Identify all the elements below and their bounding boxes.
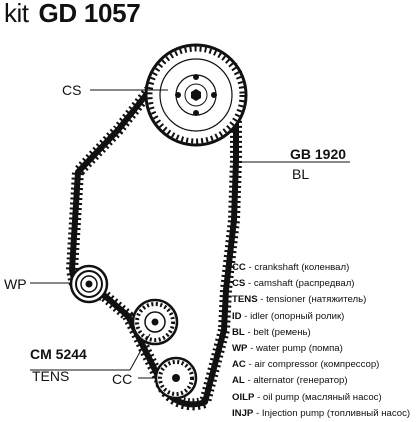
camshaft-pulley xyxy=(144,43,248,147)
legend-separator: - xyxy=(247,343,256,355)
legend-desc: Injection pump (топливный насос) xyxy=(261,407,411,419)
legend-separator: - xyxy=(245,262,255,273)
label-crankshaft: CC xyxy=(112,371,133,387)
legend-abbr: INJP xyxy=(232,407,254,419)
legend-desc: idler (опорный ролик) xyxy=(250,310,345,322)
kit-prefix: kit xyxy=(4,0,29,28)
label-water-pump: WP xyxy=(4,276,27,292)
label-tensioner-code: CM 5244 xyxy=(30,346,87,362)
legend-item: BL - belt (ремень) xyxy=(232,325,420,341)
legend-abbr: WP xyxy=(232,343,248,355)
legend-desc: alternator (генератор) xyxy=(253,375,348,387)
kit-title: kit GD 1057 xyxy=(4,0,141,28)
legend-separator: - xyxy=(244,326,254,338)
legend-abbr: CS xyxy=(232,278,246,290)
legend-abbr: OILP xyxy=(232,391,255,403)
legend-separator: - xyxy=(245,278,254,290)
label-camshaft: CS xyxy=(62,82,82,98)
legend-abbr: BL xyxy=(232,326,245,338)
legend: CC - crankshaft (коленвал)CS - camshaft … xyxy=(232,260,420,422)
legend-desc: crankshaft (коленвал) xyxy=(254,262,350,273)
tensioner-pulley xyxy=(131,298,179,346)
legend-separator: - xyxy=(253,407,262,419)
legend-separator: - xyxy=(257,294,267,306)
legend-abbr: AL xyxy=(232,375,245,387)
legend-desc: oil pump (масляный насос) xyxy=(262,391,382,403)
legend-separator: - xyxy=(254,391,263,403)
legend-item: CC - crankshaft (коленвал) xyxy=(232,260,420,276)
legend-abbr: TENS xyxy=(232,294,258,306)
legend-desc: water pump (помпа) xyxy=(256,343,343,355)
legend-item: AC - air compressor (компрессор) xyxy=(232,357,420,373)
water-pump-pulley xyxy=(69,264,109,304)
legend-item: OILP - oil pump (масляный насос) xyxy=(232,390,420,406)
legend-desc: belt (ремень) xyxy=(253,326,311,338)
legend-separator: - xyxy=(241,310,251,322)
legend-desc: tensioner (натяжитель) xyxy=(266,294,367,306)
legend-item: CS - camshaft (распредвал) xyxy=(232,276,420,292)
legend-item: AL - alternator (генератор) xyxy=(232,373,420,389)
legend-item: ID - idler (опорный ролик) xyxy=(232,309,420,325)
legend-desc: camshaft (распредвал) xyxy=(253,278,355,290)
legend-abbr: CC xyxy=(232,262,246,273)
legend-abbr: ID xyxy=(232,310,242,322)
legend-abbr: AC xyxy=(232,359,246,371)
kit-code: GD 1057 xyxy=(38,0,141,28)
belt-marker-dot xyxy=(233,159,239,165)
label-tensioner-type: TENS xyxy=(32,368,70,384)
crankshaft-pulley xyxy=(154,356,198,400)
legend-item: WP - water pump (помпа) xyxy=(232,341,420,357)
legend-separator: - xyxy=(245,359,255,371)
legend-item: TENS - tensioner (натяжитель) xyxy=(232,292,420,308)
leader-lines xyxy=(30,89,350,379)
label-belt-code: GB 1920 xyxy=(290,146,347,162)
legend-item: INJP - Injection pump (топливный насос) xyxy=(232,406,420,422)
legend-desc: air compressor (компрессор) xyxy=(254,359,380,371)
legend-separator: - xyxy=(244,375,254,387)
label-belt-type: BL xyxy=(292,166,310,182)
